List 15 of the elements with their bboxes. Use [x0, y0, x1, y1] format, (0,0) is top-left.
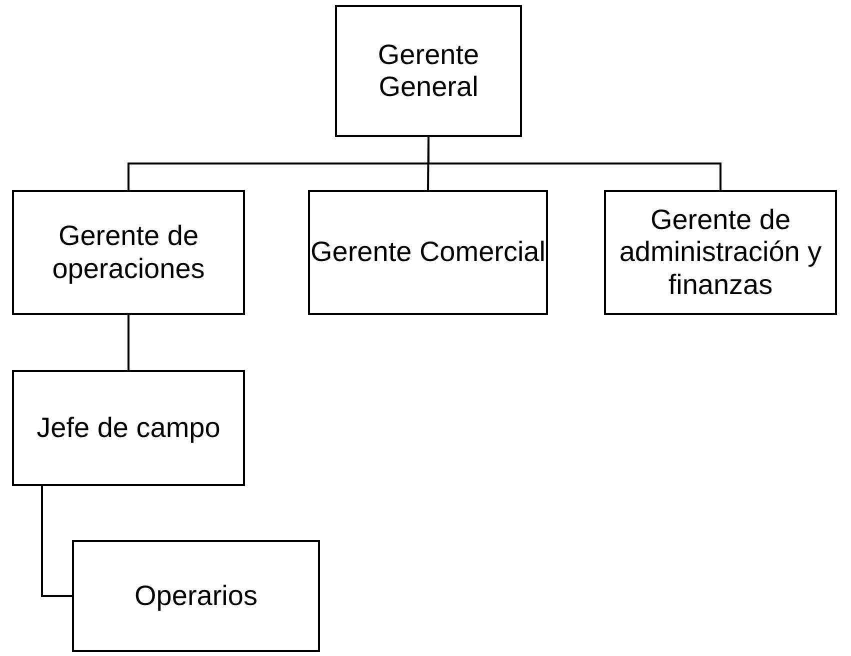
- position-title: Gerente Comercial: [310, 236, 546, 269]
- org-box: [308, 190, 548, 315]
- org-box: [335, 5, 522, 137]
- org-box: [72, 540, 320, 652]
- position-title: Gerente de operaciones: [51, 220, 206, 285]
- connector-line: [41, 486, 72, 597]
- connector-line: [428, 137, 722, 190]
- org-box: [12, 370, 245, 486]
- position-title: Jefe de campo: [36, 412, 220, 444]
- connector-line: [128, 315, 130, 370]
- position-title: Gerente de administración y finanzas: [618, 204, 823, 301]
- org-box: [604, 190, 837, 315]
- position-title: Gerente General: [376, 38, 480, 104]
- position-title: Operarios: [134, 580, 258, 612]
- org-box: [12, 190, 245, 315]
